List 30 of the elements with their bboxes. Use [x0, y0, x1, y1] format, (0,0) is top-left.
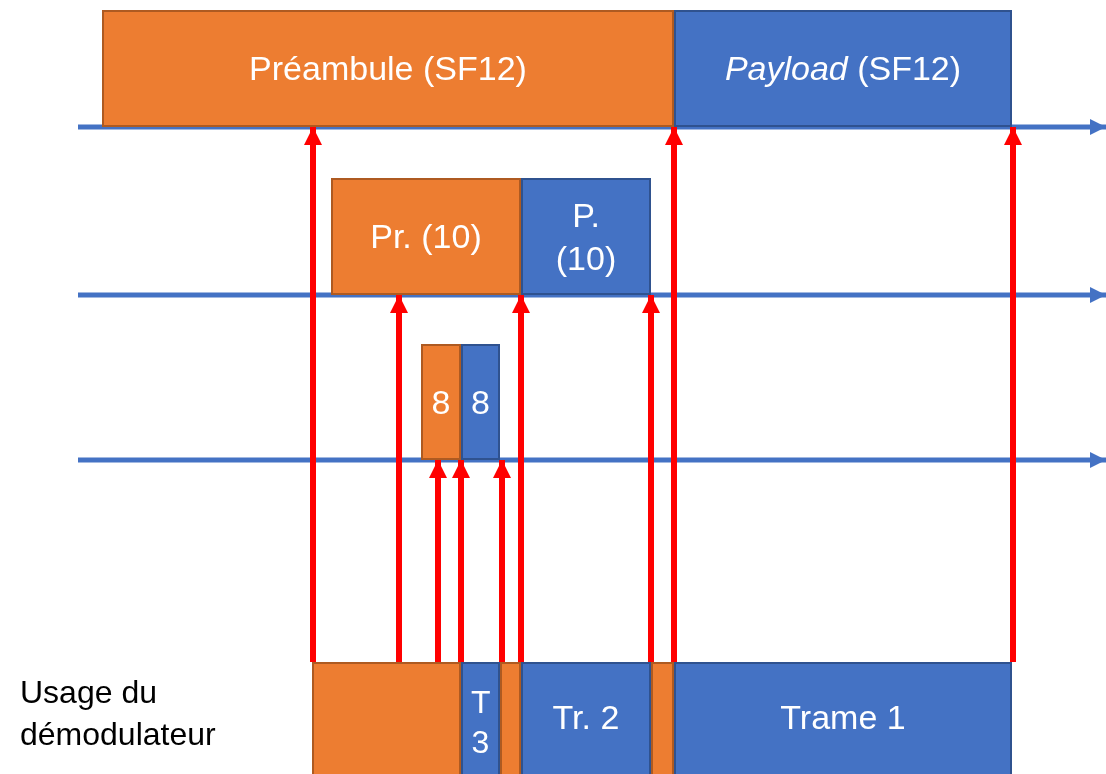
segment-box	[102, 10, 674, 127]
segment-label: Trame 1	[780, 696, 906, 738]
row-label: Usage du démodulateur	[20, 673, 217, 754]
segment-box	[521, 178, 651, 295]
segment-box	[674, 10, 1012, 127]
empty-segment-box	[500, 662, 521, 774]
arrow	[665, 127, 683, 662]
segment-box	[674, 662, 1012, 774]
segment-label: Préambule (SF12)	[249, 48, 527, 90]
segment-label: 8	[431, 381, 451, 423]
segment-box	[331, 178, 521, 295]
segment-label: P. (10)	[554, 195, 618, 279]
arrow	[642, 295, 660, 662]
segment-label: 8	[471, 381, 490, 423]
empty-segment-box	[651, 662, 674, 774]
arrow	[429, 460, 447, 662]
segment-box	[421, 344, 461, 460]
arrow	[493, 460, 511, 662]
segment-box	[461, 662, 500, 774]
segment-box	[461, 344, 500, 460]
arrow	[512, 295, 530, 662]
segment-box	[521, 662, 651, 774]
arrow	[390, 295, 408, 662]
arrow	[304, 127, 322, 662]
segment-label: T 3	[470, 683, 492, 762]
segment-label: Payload (SF12)	[724, 48, 962, 90]
segment-label: Pr. (10)	[370, 216, 482, 258]
segment-label: Tr. 2	[552, 696, 620, 738]
arrow	[1004, 127, 1022, 662]
arrow	[452, 460, 470, 662]
